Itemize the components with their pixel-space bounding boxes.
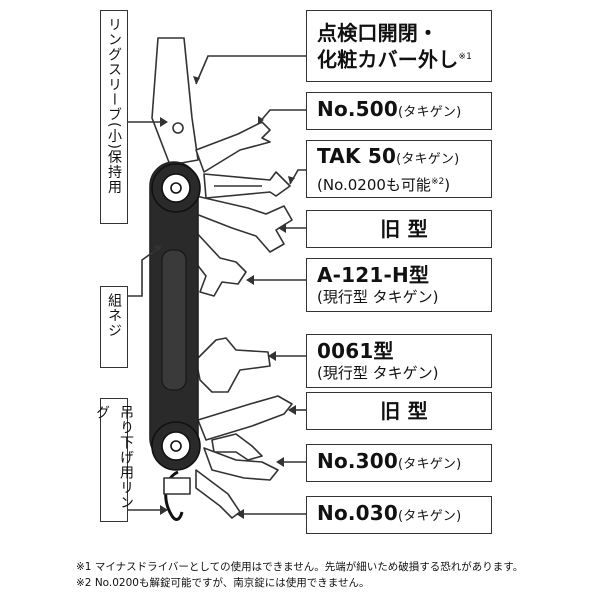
label-no030-main: No.030 [317, 501, 399, 525]
label-inspection-cover-line1: 点検口開閉・ [317, 20, 439, 45]
label-0061-sub: (現行型 タキゲン) [317, 364, 439, 382]
side-label-assembly-screw: 組ネジ [100, 286, 128, 368]
label-0061: 0061型 (現行型 タキゲン) [306, 334, 492, 388]
label-tak50-note: (No.0200も可能 [317, 175, 431, 194]
pointer-label-3 [289, 169, 306, 185]
label-inspection-cover-line2: 化粧カバー外し [317, 47, 459, 72]
pointer-assembly-screw [128, 249, 157, 297]
key-0061 [195, 337, 271, 393]
label-tak50-maker: (タキゲン) [396, 151, 460, 167]
key-no300 [203, 447, 279, 481]
side-label-ring-sleeve-text: リングスリーブ(小)保持用 [106, 17, 122, 195]
label-tak50-note-end: ) [444, 175, 451, 194]
label-old-type-1-text: 旧 型 [380, 217, 428, 241]
label-no300-main: No.300 [317, 449, 399, 473]
key-tak50 [203, 171, 291, 199]
label-old-type-1: 旧 型 [306, 210, 492, 248]
pointer-label-2 [257, 109, 306, 125]
footnote-1: ※1 マイナスドライバーとしての使用はできません。先端が細いため破損する恐れがあ… [76, 561, 524, 573]
label-tak50: TAK 50(タキゲン) (No.0200も可能※2) [306, 140, 492, 198]
label-a121h-sub: (現行型 タキゲン) [317, 288, 439, 306]
label-no500-maker: (タキゲン) [398, 105, 462, 120]
key-a121h [191, 229, 247, 297]
key-no030 [195, 469, 241, 519]
label-a121h-main: A-121-H型 [317, 263, 430, 287]
label-no030: No.030(タキゲン) [306, 496, 492, 534]
note-mark-2: ※2 [430, 176, 445, 187]
label-no300-maker: (タキゲン) [398, 457, 462, 472]
side-label-hanging-ring-text: 吊り下げ用リング [94, 405, 134, 510]
side-label-ring-sleeve: リングスリーブ(小)保持用 [100, 10, 128, 224]
label-no500: No.500(タキゲン) [306, 92, 492, 130]
footnote-2: ※2 No.0200も解錠可能ですが、南京錠には使用できません。 [76, 577, 370, 589]
label-old-type-2-text: 旧 型 [380, 399, 428, 423]
label-0061-main: 0061型 [317, 339, 394, 363]
label-no500-main: No.500 [317, 97, 399, 121]
label-old-type-2: 旧 型 [306, 392, 492, 430]
label-no300: No.300(タキゲン) [306, 444, 492, 482]
note-mark-1: ※1 [458, 51, 473, 62]
label-no030-maker: (タキゲン) [398, 509, 462, 524]
side-label-assembly-screw-text: 組ネジ [106, 293, 122, 338]
label-tak50-main: TAK 50 [317, 143, 397, 168]
wrench-old-type [195, 195, 293, 253]
key-old-type-lower [197, 395, 293, 441]
label-a121h: A-121-H型 (現行型 タキゲン) [306, 258, 492, 312]
side-label-hanging-ring: 吊り下げ用リング [94, 398, 134, 522]
pointer-label-1 [195, 55, 306, 85]
inspection-cover-blade [151, 37, 199, 166]
label-inspection-cover: 点検口開閉・ 化粧カバー外し※1 [306, 10, 492, 82]
key-no500 [195, 121, 271, 173]
